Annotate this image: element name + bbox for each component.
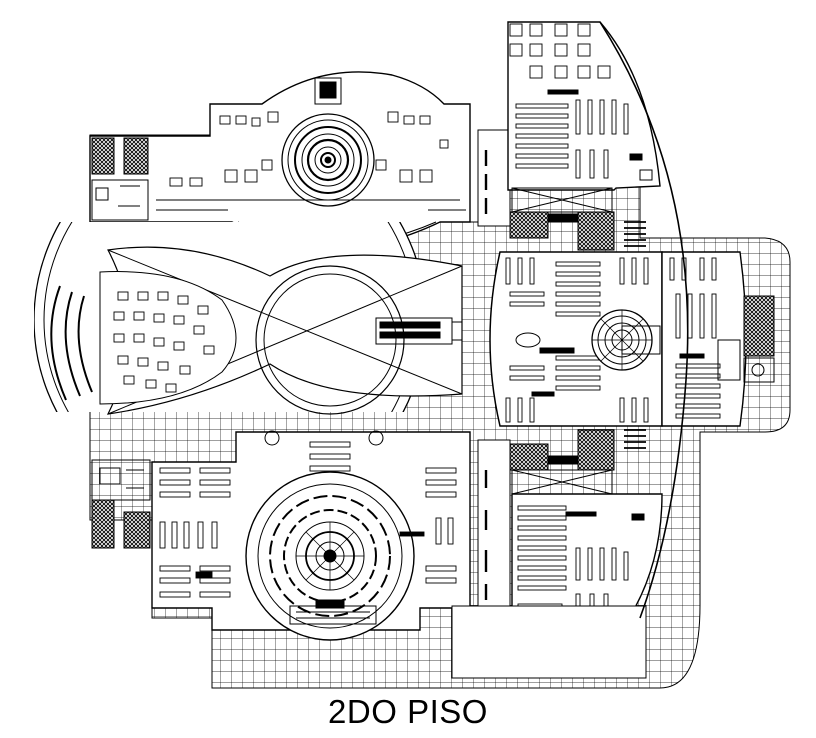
- top-entry-stair: [314, 77, 342, 105]
- bottom-restroom-b: [123, 511, 151, 549]
- right-bottom-block: [451, 429, 663, 679]
- drawing-title: 2DO PISO: [328, 693, 488, 730]
- bottom-rotunda-wing: [91, 430, 471, 641]
- right-middle-shelves: [505, 257, 649, 423]
- right-top-block: [507, 21, 661, 251]
- bottom-restroom-a: [91, 499, 115, 549]
- far-right-block: [661, 251, 775, 427]
- bottom-service-room: [91, 459, 151, 501]
- far-right-shelves: [669, 257, 721, 419]
- curved-facade: [599, 21, 689, 619]
- bottom-right-shelves: [309, 441, 457, 584]
- floor-plan-drawing: [34, 21, 791, 689]
- top-restroom-a: [91, 137, 115, 175]
- right-top-outline: [507, 21, 661, 191]
- bottom-stage: [289, 605, 377, 625]
- bottom-left-shelves: [159, 467, 231, 598]
- right-spiral-stair: [591, 309, 661, 371]
- atrium-diagonal-a: [107, 249, 463, 395]
- right-top-core: [511, 187, 613, 213]
- right-top-windows: [509, 23, 611, 79]
- reading-area: [99, 271, 237, 405]
- curved-counter: [50, 285, 93, 401]
- atrium-circle: [255, 265, 405, 415]
- top-rotunda: [281, 113, 375, 207]
- right-bottom-plaza: [451, 605, 647, 679]
- right-middle-outline: [489, 251, 663, 427]
- top-service-room: [91, 179, 149, 221]
- right-middle-block: [489, 251, 663, 427]
- reading-tables: [113, 291, 215, 393]
- office-furniture: [156, 111, 466, 211]
- central-atrium: [34, 222, 463, 415]
- right-middle-table: [515, 332, 541, 348]
- bottom-rotunda: [245, 471, 415, 641]
- far-right-restroom: [743, 295, 775, 357]
- top-rotunda-wing: [89, 71, 471, 250]
- central-escalator: [375, 317, 462, 345]
- top-restroom-b: [123, 137, 149, 175]
- corridor: [477, 129, 511, 611]
- right-top-shelves: [515, 99, 629, 179]
